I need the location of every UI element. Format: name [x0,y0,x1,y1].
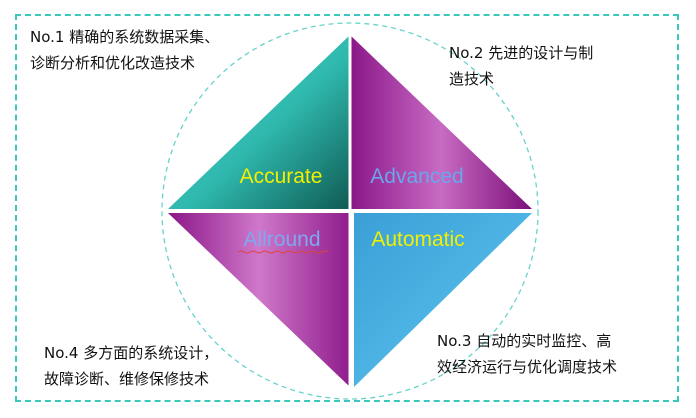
note-no3-line1: No.3 自动的实时监控、高 [437,332,612,350]
note-no3-line2: 效经济运行与优化调度技术 [437,358,618,376]
dashed-circle [161,22,539,400]
note-no4: No.4 多方面的系统设计， 故障诊断、维修保修技术 [44,340,218,392]
quadrant-bottom-right [354,213,532,387]
note-no1-line2: 诊断分析和优化改造技术 [30,54,196,72]
note-no1-line1: No.1 精确的系统数据采集、 [30,28,220,46]
note-no3: No.3 自动的实时监控、高 效经济运行与优化调度技术 [437,328,617,380]
note-no1: No.1 精确的系统数据采集、 诊断分析和优化改造技术 [30,24,219,76]
note-no2-line2: 造技术 [449,70,495,88]
note-no4-line1: No.4 多方面的系统设计， [44,344,219,362]
note-no4-line2: 故障诊断、维修保修技术 [44,370,210,388]
quadrant-top-left [168,35,350,209]
quadrant-bottom-left [168,213,350,387]
dashed-frame [15,14,679,402]
spellcheck-underline [237,250,329,254]
label-automatic: Automatic [371,228,464,251]
quadrant-top-right [350,35,532,209]
label-allround: Allround [243,228,320,251]
note-no2: No.2 先进的设计与制 造技术 [449,40,593,92]
note-no2-line1: No.2 先进的设计与制 [449,44,594,62]
label-advanced: Advanced [370,165,463,188]
label-accurate: Accurate [240,165,323,188]
